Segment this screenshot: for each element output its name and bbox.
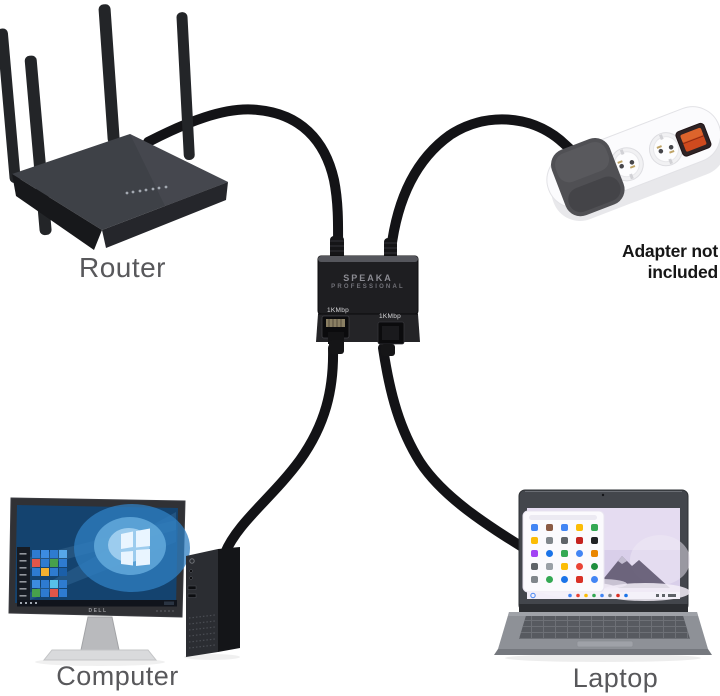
laptop-shadow: [505, 654, 701, 662]
cable-splitter-to-computer: [220, 343, 339, 558]
socket-pin-hole: [619, 163, 624, 169]
windows-logo-icon: [121, 528, 150, 566]
launcher-app-icons: [531, 524, 598, 583]
splitter-brand-text: SPEAKA: [343, 273, 393, 283]
launcher-search-bar: [529, 515, 597, 520]
monitor-control-buttons: [156, 610, 174, 612]
cable-router-to-splitter: [143, 104, 344, 257]
laptop-hinge: [519, 604, 688, 612]
laptop-keyboard: [519, 616, 690, 639]
computer-label: Computer: [56, 661, 179, 691]
launcher-button-icon: [530, 592, 536, 599]
socket-pin-hole: [668, 144, 674, 150]
router-body-top-sheen: [130, 134, 228, 206]
mini-pc-side: [218, 547, 240, 652]
pc-power-button-icon: [189, 558, 195, 564]
shelf-status-tray: [656, 594, 676, 597]
laptop-label: Laptop: [572, 663, 659, 693]
splitter-port-right: [377, 321, 405, 345]
splitter-port-right-label: 1KMbp: [378, 313, 402, 320]
power-strip-illustration: [546, 106, 720, 221]
router-label: Router: [78, 252, 167, 283]
mini-pc: [186, 547, 240, 657]
power-switch: [675, 122, 712, 157]
pc-shadow: [184, 654, 240, 660]
mountain-snow: [618, 556, 627, 564]
mini-pc-vents: [188, 614, 216, 649]
splitter-top-bevel: [318, 256, 418, 262]
router-antenna-icon: [176, 12, 195, 161]
start-menu-tiles: [32, 550, 67, 597]
router-antenna-icon: [98, 4, 120, 145]
adapter-not-included-note: Adapter not included: [622, 241, 718, 282]
laptop-front-edge: [494, 649, 712, 655]
socket-pin-hole: [629, 159, 635, 165]
monitor-stand-base: [42, 649, 158, 661]
shelf-app-dots: [568, 593, 628, 598]
router-illustration: [0, 4, 228, 250]
plugged-adapter: [550, 137, 625, 217]
touchpad: [576, 640, 634, 648]
splitter-illustration: [316, 236, 420, 356]
monitor-brand-text: DELL: [88, 608, 108, 614]
socket-2: [649, 132, 684, 167]
chromeos-shelf: [527, 592, 680, 599]
app-launcher-panel: [522, 510, 605, 593]
webcam-icon: [601, 493, 605, 497]
start-menu: [17, 547, 67, 606]
socket-pin-hole: [658, 148, 664, 154]
splitter-top-glands: [330, 236, 397, 260]
cable-splitter-to-laptop: [378, 343, 540, 560]
windows-taskbar: [17, 600, 177, 607]
monitor-stand-neck: [80, 616, 120, 651]
router-led-strip: [125, 185, 168, 195]
deck-highlight: [508, 612, 698, 616]
router-body-front: [102, 182, 228, 248]
router-antenna-icon: [0, 28, 21, 184]
splitter-bottom-glands: [329, 340, 395, 356]
mini-pc-front: [186, 549, 218, 657]
splitter-port-left-label: 1KMbp: [326, 307, 350, 314]
splitter-brand-subtext: PROFESSIONAL: [331, 284, 405, 290]
computer-illustration: [8, 497, 240, 666]
router-body-left: [12, 174, 102, 250]
